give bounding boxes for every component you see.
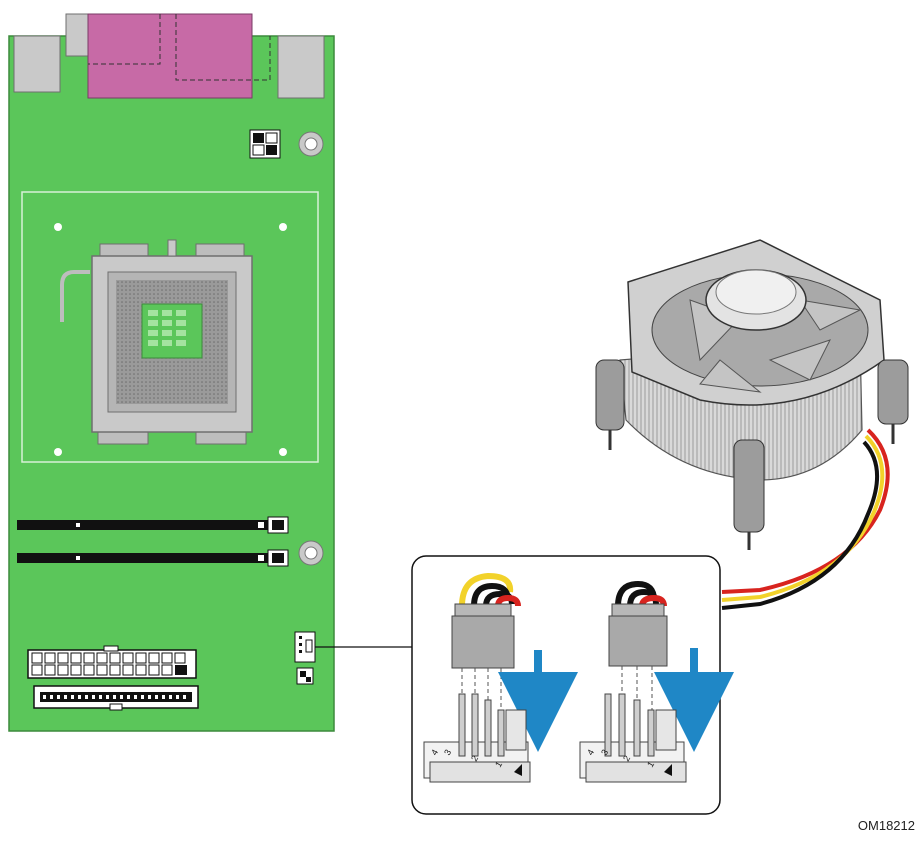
- cooler-mount-hole-tl: [54, 223, 62, 231]
- cpu-socket: [60, 239, 253, 445]
- push-pin-left: [595, 359, 625, 450]
- fan-blade-3: [798, 299, 862, 331]
- atx12v-connector: [249, 129, 281, 159]
- three-wire-plug: [608, 580, 668, 720]
- io-port-left: [13, 35, 61, 93]
- cpu-cooler: [595, 239, 909, 610]
- dimm-slot-2: [17, 549, 289, 567]
- push-pin-right: [877, 359, 909, 444]
- io-port-pink: [87, 13, 253, 99]
- fan-blade-4: [699, 359, 762, 393]
- pin-label: 4: [585, 748, 596, 757]
- rear-io-panel: [13, 13, 325, 99]
- pin-label: 3: [442, 748, 453, 757]
- four-pin-header: 4 3 2 1: [423, 693, 531, 783]
- pin-label: 1: [645, 760, 656, 769]
- mounting-hole-mid: [298, 540, 324, 566]
- pin-label: 2: [469, 754, 480, 763]
- motherboard: [8, 13, 412, 732]
- cpu-fan-header: [294, 631, 316, 685]
- socket-lever: [60, 270, 90, 322]
- main-power-connector: [27, 645, 197, 679]
- ide-connector: [33, 685, 199, 711]
- cooler-mount-hole-br: [279, 448, 287, 456]
- cooler-mount-hole-tr: [279, 223, 287, 231]
- pin-label: 3: [599, 748, 610, 757]
- cooler-mount-hole-bl: [54, 448, 62, 456]
- cpu-keepout-outline: [21, 191, 319, 463]
- dimm-slot-1: [17, 516, 289, 534]
- pin-label: 2: [621, 754, 632, 763]
- push-pin-front: [733, 439, 765, 550]
- io-port-outline-dashed: [88, 14, 271, 81]
- mounting-hole-top: [298, 131, 324, 157]
- fan-cable: [721, 428, 890, 610]
- fan-connector-callout: 4 3 2 1 4: [411, 555, 734, 815]
- figure-id: OM18212: [857, 818, 915, 833]
- pin-label: 4: [429, 748, 440, 757]
- fan-blade-2: [768, 339, 831, 381]
- io-port-right: [277, 35, 325, 99]
- four-pin-header-right: 4 3 2 1: [579, 693, 687, 783]
- pin-label: 1: [493, 760, 504, 769]
